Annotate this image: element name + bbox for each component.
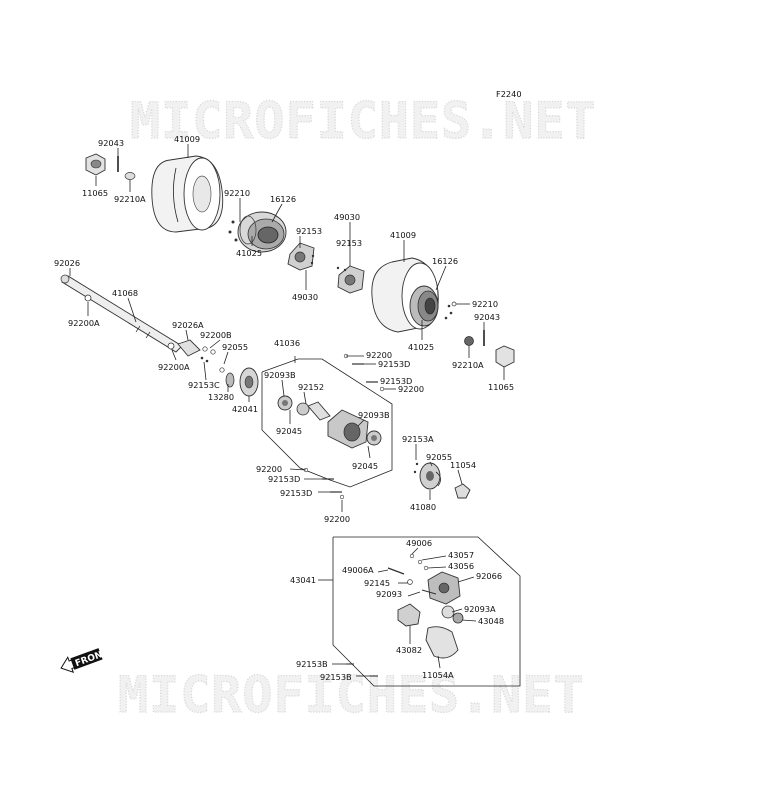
watermark-top: MICROFICHES.NET bbox=[130, 92, 597, 150]
part-label: 92055 bbox=[426, 452, 452, 462]
part-label: 43057 bbox=[448, 550, 474, 560]
part-label: 92210 bbox=[472, 299, 498, 309]
part-label: 92153D bbox=[280, 488, 312, 498]
part-label: 92210A bbox=[452, 360, 484, 370]
part-label: 16126 bbox=[432, 256, 458, 266]
part-label: 41036 bbox=[274, 338, 300, 348]
part-label: 92043 bbox=[474, 312, 500, 322]
part-label: 92153 bbox=[336, 238, 362, 248]
lug-nut-left bbox=[85, 153, 106, 176]
part-label: 92153C bbox=[188, 380, 220, 390]
part-label: 49030 bbox=[334, 212, 360, 222]
bearing-left bbox=[277, 395, 293, 411]
front-direction-arrow: FRONT bbox=[60, 648, 111, 674]
part-label: 92066 bbox=[476, 571, 502, 581]
part-label: 92045 bbox=[352, 461, 378, 471]
part-label: 41025 bbox=[236, 248, 262, 258]
wheel-rim-right bbox=[409, 285, 439, 327]
part-label: 49006A bbox=[342, 565, 374, 575]
caliper-bracket bbox=[425, 626, 459, 659]
wheel-rim-left bbox=[237, 211, 287, 253]
part-label: 92026A bbox=[172, 320, 204, 330]
part-label: 92153 bbox=[296, 226, 322, 236]
hub-right bbox=[337, 265, 365, 294]
part-label: 92093 bbox=[376, 589, 402, 599]
part-label: 92200 bbox=[366, 350, 392, 360]
spacer-tube bbox=[307, 401, 331, 421]
part-label: 92152 bbox=[298, 382, 324, 392]
axle-spacer bbox=[177, 339, 201, 357]
brake-pad-bracket bbox=[397, 603, 421, 627]
hub-left bbox=[287, 242, 315, 271]
part-label: 92200B bbox=[200, 330, 232, 340]
bearing-right bbox=[366, 430, 382, 446]
part-label: 92145 bbox=[364, 578, 390, 588]
part-label: 11054A bbox=[422, 670, 454, 680]
part-label: 41009 bbox=[174, 134, 200, 144]
part-label: 92153D bbox=[268, 474, 300, 484]
part-number-labels: 92043 41009 11065 92210A 92210 16126 410… bbox=[54, 134, 514, 682]
part-label: 92200 bbox=[256, 464, 282, 474]
part-label: 92153D bbox=[378, 359, 410, 369]
part-label: 13280 bbox=[208, 392, 234, 402]
part-label: 92200 bbox=[398, 384, 424, 394]
part-label: 92093A bbox=[464, 604, 496, 614]
part-label: 43082 bbox=[396, 645, 422, 655]
part-label: 11054 bbox=[450, 460, 476, 470]
part-label: 92210 bbox=[224, 188, 250, 198]
part-label: 92200A bbox=[158, 362, 190, 372]
part-label: 41009 bbox=[390, 230, 416, 240]
diagram-code: F2240 bbox=[496, 89, 522, 99]
part-label: 92153B bbox=[320, 672, 352, 682]
part-label: 92153D bbox=[380, 376, 412, 386]
part-label: 92045 bbox=[276, 426, 302, 436]
lug-nut-right bbox=[495, 345, 515, 368]
part-label: 16126 bbox=[270, 194, 296, 204]
watermark-bottom: MICROFICHES.NET bbox=[118, 666, 585, 724]
sprocket bbox=[239, 367, 259, 397]
part-label: 49006 bbox=[406, 538, 432, 548]
washer-right bbox=[464, 336, 474, 346]
washer-left bbox=[124, 172, 136, 180]
housing-group-frame bbox=[261, 358, 393, 488]
part-label: 92153B bbox=[296, 659, 328, 669]
part-label: 43041 bbox=[290, 575, 316, 585]
part-label: 92153A bbox=[402, 434, 434, 444]
brake-caliper bbox=[427, 571, 461, 605]
part-label: 92055 bbox=[222, 342, 248, 352]
caliper-group-frame bbox=[332, 536, 521, 687]
part-label: 43056 bbox=[448, 561, 474, 571]
part-label: 92093B bbox=[264, 370, 296, 380]
brake-disc bbox=[419, 462, 441, 490]
part-label: 92093B bbox=[358, 410, 390, 420]
part-label: 11065 bbox=[488, 382, 514, 392]
part-label: 49030 bbox=[292, 292, 318, 302]
part-label: 92200A bbox=[68, 318, 100, 328]
part-label: 41068 bbox=[112, 288, 138, 298]
brake-cam bbox=[454, 483, 471, 499]
rear-axle bbox=[60, 274, 183, 353]
part-label: 43048 bbox=[478, 616, 504, 626]
tire-left bbox=[151, 155, 224, 233]
part-label: 92043 bbox=[98, 138, 124, 148]
part-label: 92210A bbox=[114, 194, 146, 204]
part-label: 92200 bbox=[324, 514, 350, 524]
part-label: 42041 bbox=[232, 404, 258, 414]
part-label: 41080 bbox=[410, 502, 436, 512]
bearing-housing bbox=[327, 409, 369, 449]
part-label: 92026 bbox=[54, 258, 80, 268]
leader-lines bbox=[69, 144, 505, 677]
part-label: 11065 bbox=[82, 188, 108, 198]
part-label: 41025 bbox=[408, 342, 434, 352]
